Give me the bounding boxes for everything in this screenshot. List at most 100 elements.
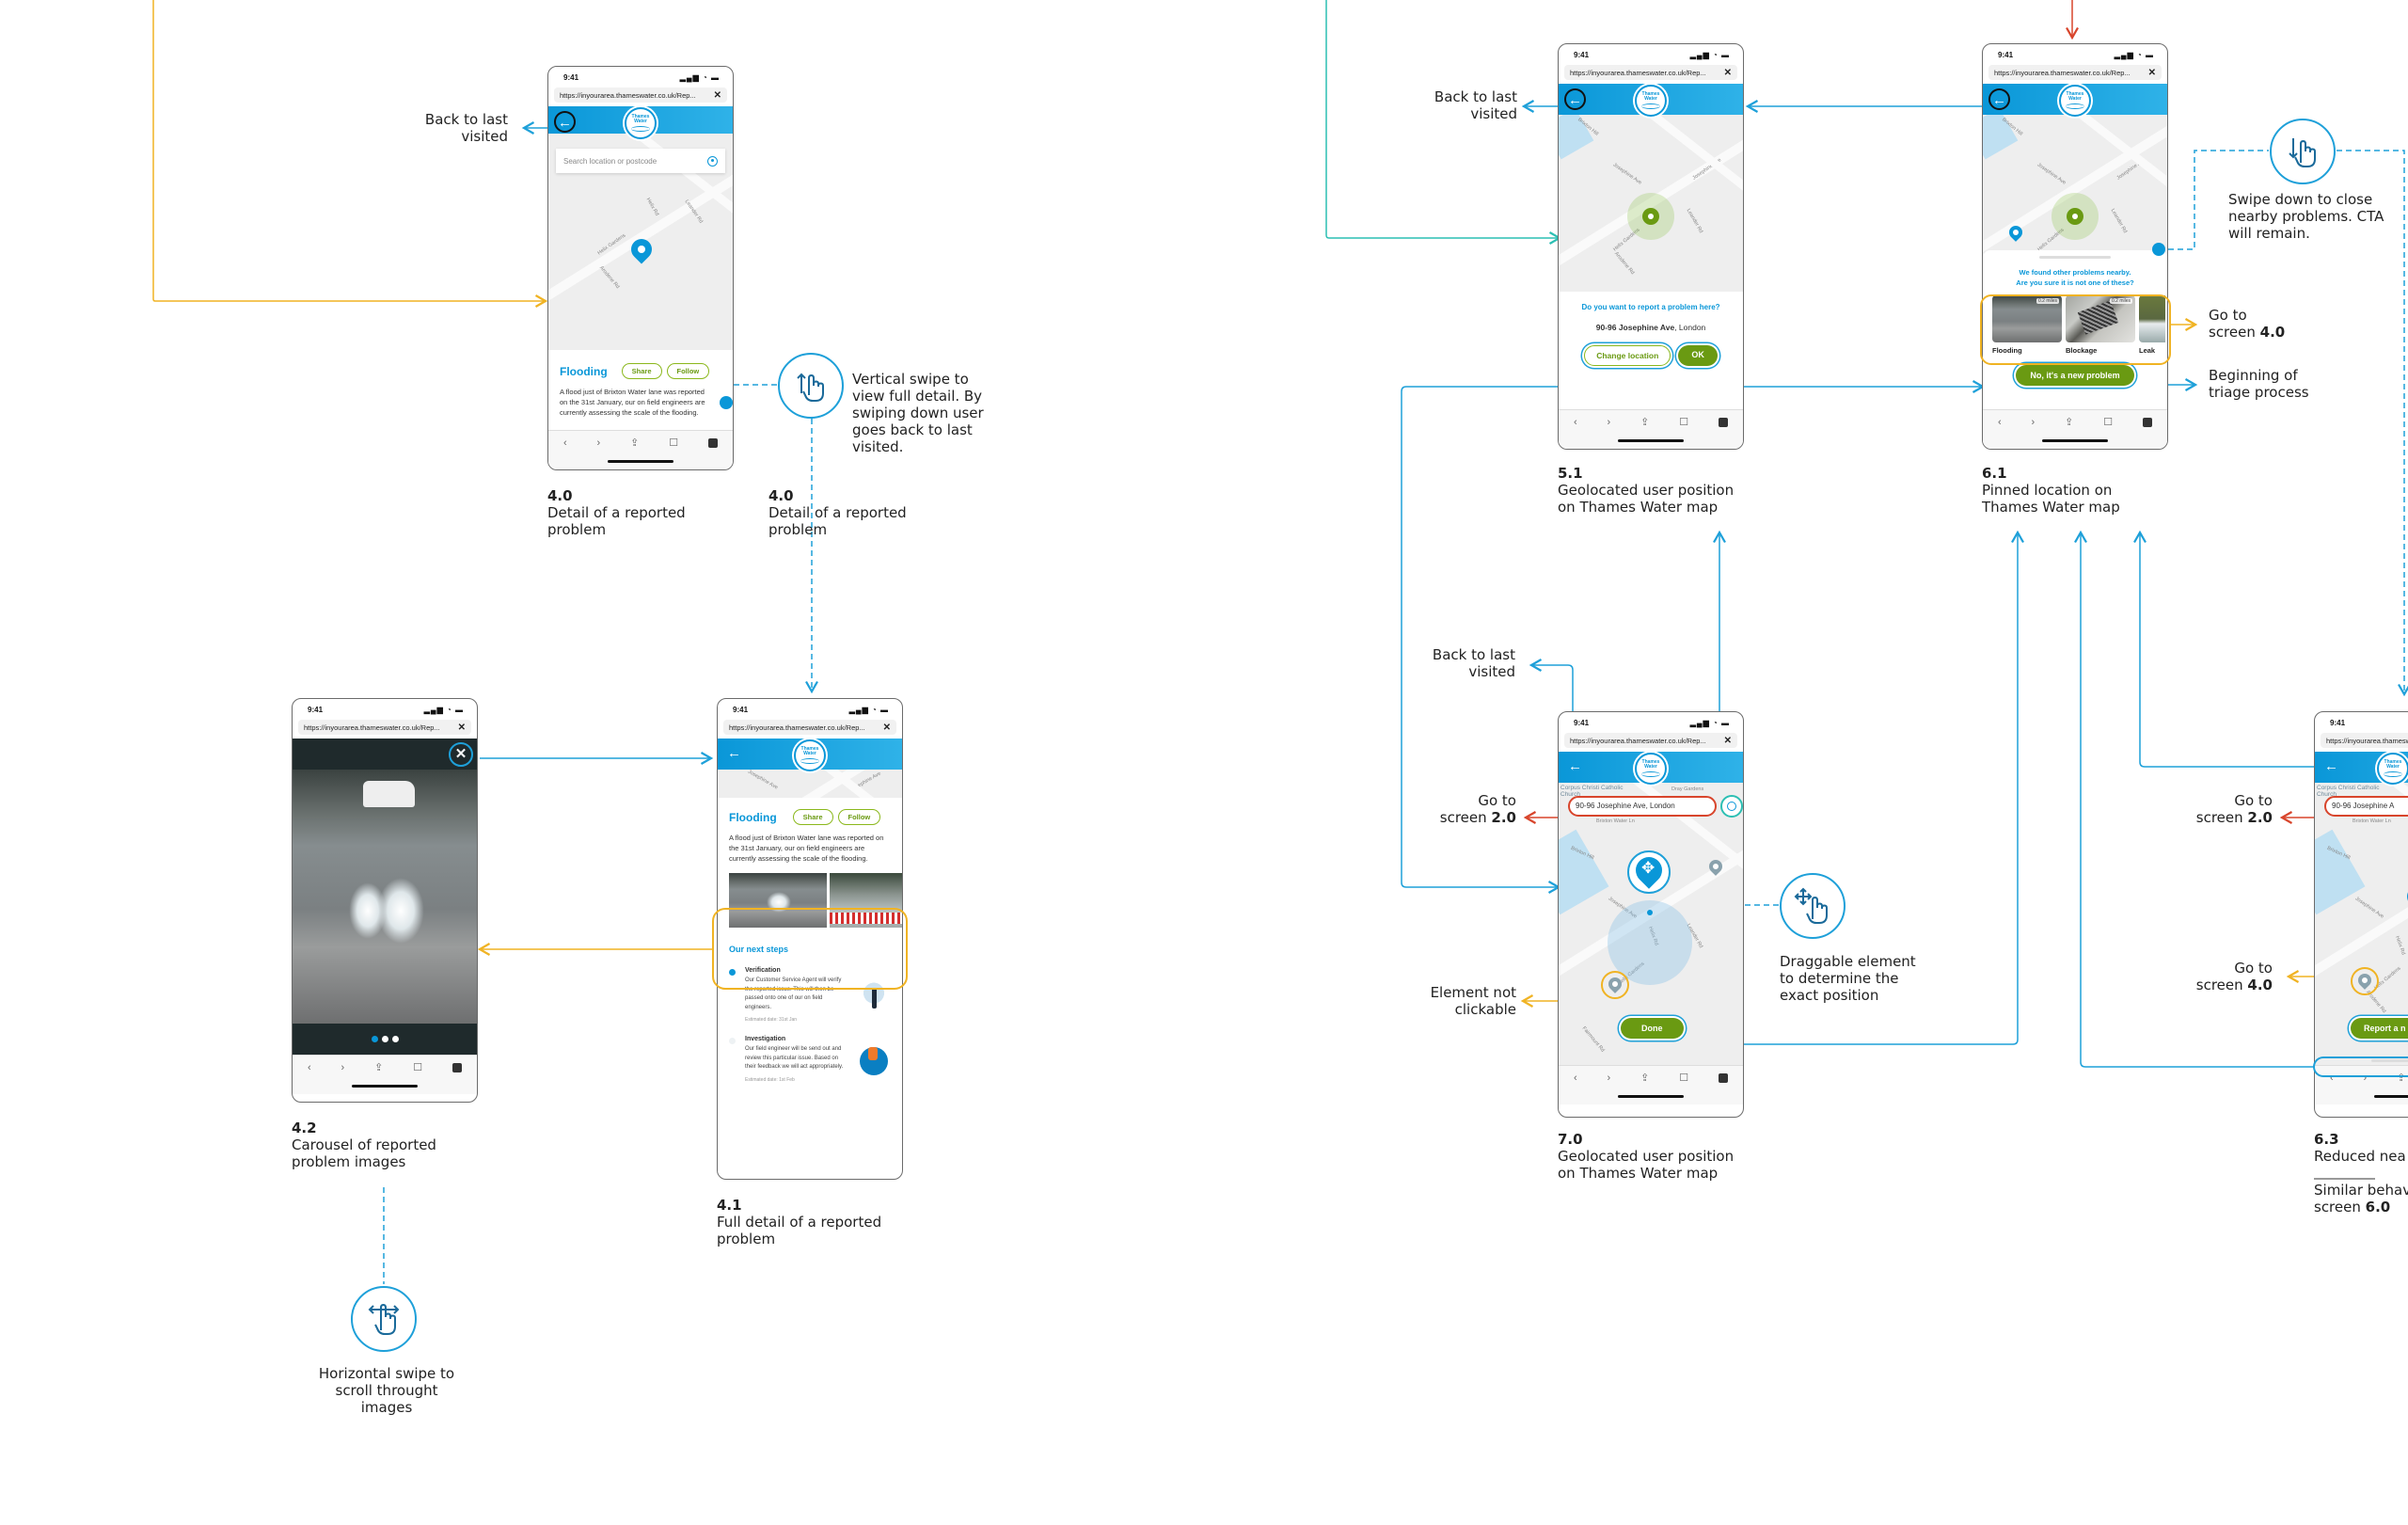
share-icon[interactable]: ⇪: [2397, 1072, 2406, 1084]
tabs-icon[interactable]: [1719, 1072, 1729, 1083]
share-button[interactable]: Share: [792, 809, 833, 825]
nav-forward-icon[interactable]: ›: [596, 437, 601, 449]
swipe-hotspot-dot[interactable]: [720, 396, 733, 409]
close-tab-icon[interactable]: ✕: [1723, 67, 1732, 78]
draggable-pin-icon[interactable]: ✥: [1627, 850, 1671, 894]
address-field[interactable]: 90-96 Josephine Ave, London: [1568, 796, 1717, 817]
close-carousel-button[interactable]: ✕: [449, 742, 473, 767]
problem-pin-icon[interactable]: [626, 234, 657, 264]
nearby-pin-icon: [1706, 857, 1725, 876]
carousel-dot[interactable]: [371, 1036, 378, 1042]
nav-back-icon[interactable]: ‹: [307, 1061, 311, 1073]
bookmarks-icon[interactable]: ☐: [669, 437, 679, 449]
image-gallery[interactable]: [729, 873, 902, 928]
back-button[interactable]: ←: [1568, 758, 1582, 774]
gallery-image[interactable]: [729, 873, 827, 928]
map-view[interactable]: Search location or postcode Helix Rd Hel…: [548, 134, 733, 350]
map-strip: Josephine Ave Josephine Ave: [718, 770, 902, 798]
nav-back-icon[interactable]: ‹: [1573, 1072, 1577, 1084]
ok-button[interactable]: OK: [1678, 345, 1718, 366]
close-tab-icon[interactable]: ✕: [882, 722, 891, 733]
done-button[interactable]: Done: [1621, 1018, 1684, 1039]
sheet-handle-highlight: [2313, 1056, 2408, 1077]
carousel-dot[interactable]: [381, 1036, 388, 1042]
street-label: Leander Rd: [683, 199, 705, 225]
nearby-problem-pin-icon[interactable]: [2006, 223, 2025, 242]
note-triage: Beginning of triage process: [2209, 367, 2309, 401]
close-tab-icon[interactable]: ✕: [2147, 67, 2156, 78]
tabs-icon[interactable]: [1719, 417, 1729, 427]
map-view[interactable]: Corpus Christi Catholic Church Dray Gard…: [1559, 783, 1743, 1065]
url-bar[interactable]: https://inyourarea.thameswater.co.uk/Rep…: [554, 87, 727, 103]
search-input[interactable]: Search location or postcode: [556, 149, 725, 173]
nav-forward-icon[interactable]: ›: [341, 1061, 345, 1073]
carousel-image[interactable]: [293, 770, 477, 1024]
bookmarks-icon[interactable]: ☐: [1679, 417, 1689, 428]
tabs-icon[interactable]: [452, 1062, 463, 1072]
user-location-icon: [1642, 208, 1659, 225]
share-icon[interactable]: ⇪: [630, 437, 640, 449]
bookmarks-icon[interactable]: ☐: [413, 1062, 423, 1073]
nav-back-icon[interactable]: ‹: [1997, 416, 2002, 428]
back-button[interactable]: ←: [1564, 88, 1586, 110]
url-bar[interactable]: https://inyourarea.thameswater.co.uk/Rep…: [298, 720, 471, 735]
new-problem-button[interactable]: No, it's a new problem: [2016, 365, 2134, 386]
screen-4-0: 9:41▂▄▆ ◔ ▬ https://inyourarea.thameswat…: [547, 66, 734, 470]
back-button[interactable]: ←: [2324, 758, 2338, 774]
locate-me-button[interactable]: [1720, 795, 1743, 818]
follow-button[interactable]: Follow: [666, 363, 710, 379]
nearby-pin-highlight[interactable]: [2351, 967, 2379, 995]
tabs-icon[interactable]: [708, 437, 719, 448]
locate-me-icon[interactable]: [707, 155, 718, 167]
share-icon[interactable]: ⇪: [1640, 1072, 1650, 1084]
nav-forward-icon[interactable]: ›: [1607, 416, 1611, 428]
status-bar: 9:41▂▄▆ ◔ ▬: [548, 67, 733, 87]
nav-forward-icon[interactable]: ›: [2363, 1072, 2368, 1084]
back-button[interactable]: ←: [1988, 88, 2010, 110]
nav-back-icon[interactable]: ‹: [2329, 1072, 2334, 1084]
close-tab-icon[interactable]: ✕: [457, 722, 466, 733]
bookmarks-icon[interactable]: ☐: [1679, 1072, 1689, 1084]
swipe-hotspot-dot[interactable]: [2152, 243, 2165, 256]
bookmarks-icon[interactable]: ☐: [2103, 417, 2114, 428]
carousel-dot[interactable]: [391, 1036, 399, 1042]
nearby-highlight: [1980, 294, 2171, 365]
url-bar[interactable]: https://inyourarea.thameswater.co.uk/Rep…: [2321, 733, 2408, 748]
share-icon[interactable]: ⇪: [1640, 417, 1650, 428]
collapsed-sheet-handle[interactable]: [2315, 1059, 2408, 1063]
home-indicator: [2315, 1089, 2408, 1104]
share-button[interactable]: Share: [621, 363, 662, 379]
map-view[interactable]: Brixton Hill Josephine Ave Josephine Ave…: [1559, 115, 1743, 292]
share-icon[interactable]: ⇪: [2065, 417, 2074, 428]
drag-handle[interactable]: [2039, 256, 2111, 259]
gallery-image[interactable]: [830, 873, 902, 928]
close-tab-icon[interactable]: ✕: [1723, 735, 1732, 746]
map-view[interactable]: Corpus Christi Catholic Church Brixton W…: [2315, 783, 2408, 1065]
nav-back-icon[interactable]: ‹: [562, 437, 567, 449]
back-button[interactable]: ←: [554, 111, 576, 133]
close-tab-icon[interactable]: ✕: [713, 89, 721, 101]
status-time: 9:41: [2330, 718, 2346, 727]
nav-forward-icon[interactable]: ›: [1607, 1072, 1611, 1084]
tabs-icon[interactable]: [2143, 417, 2153, 427]
nav-back-icon[interactable]: ‹: [1573, 416, 1577, 428]
url-bar[interactable]: https://inyourarea.thameswater.co.uk/Rep…: [1564, 733, 1737, 748]
report-button[interactable]: Report a n: [2351, 1018, 2408, 1039]
follow-button[interactable]: Follow: [837, 809, 881, 825]
address-field[interactable]: 90-96 Josephine A: [2324, 796, 2408, 817]
change-location-button[interactable]: Change location: [1584, 345, 1671, 366]
url-bar[interactable]: https://inyourarea.thameswater.co.uk/Rep…: [1564, 65, 1737, 80]
map-view[interactable]: Brixton Hill Josephine Ave Josephine Ave…: [1983, 115, 2167, 256]
nearby-pin-icon[interactable]: [2355, 971, 2374, 990]
nav-forward-icon[interactable]: ›: [2031, 416, 2036, 428]
carousel-pagination[interactable]: [293, 1024, 477, 1055]
share-icon[interactable]: ⇪: [374, 1062, 384, 1073]
url-bar[interactable]: https://inyourarea.thameswater.co.uk/Rep…: [1988, 65, 2162, 80]
url-bar[interactable]: https://inyourarea.thameswater.co.uk/Rep…: [723, 720, 896, 735]
back-button[interactable]: ←: [727, 745, 741, 761]
